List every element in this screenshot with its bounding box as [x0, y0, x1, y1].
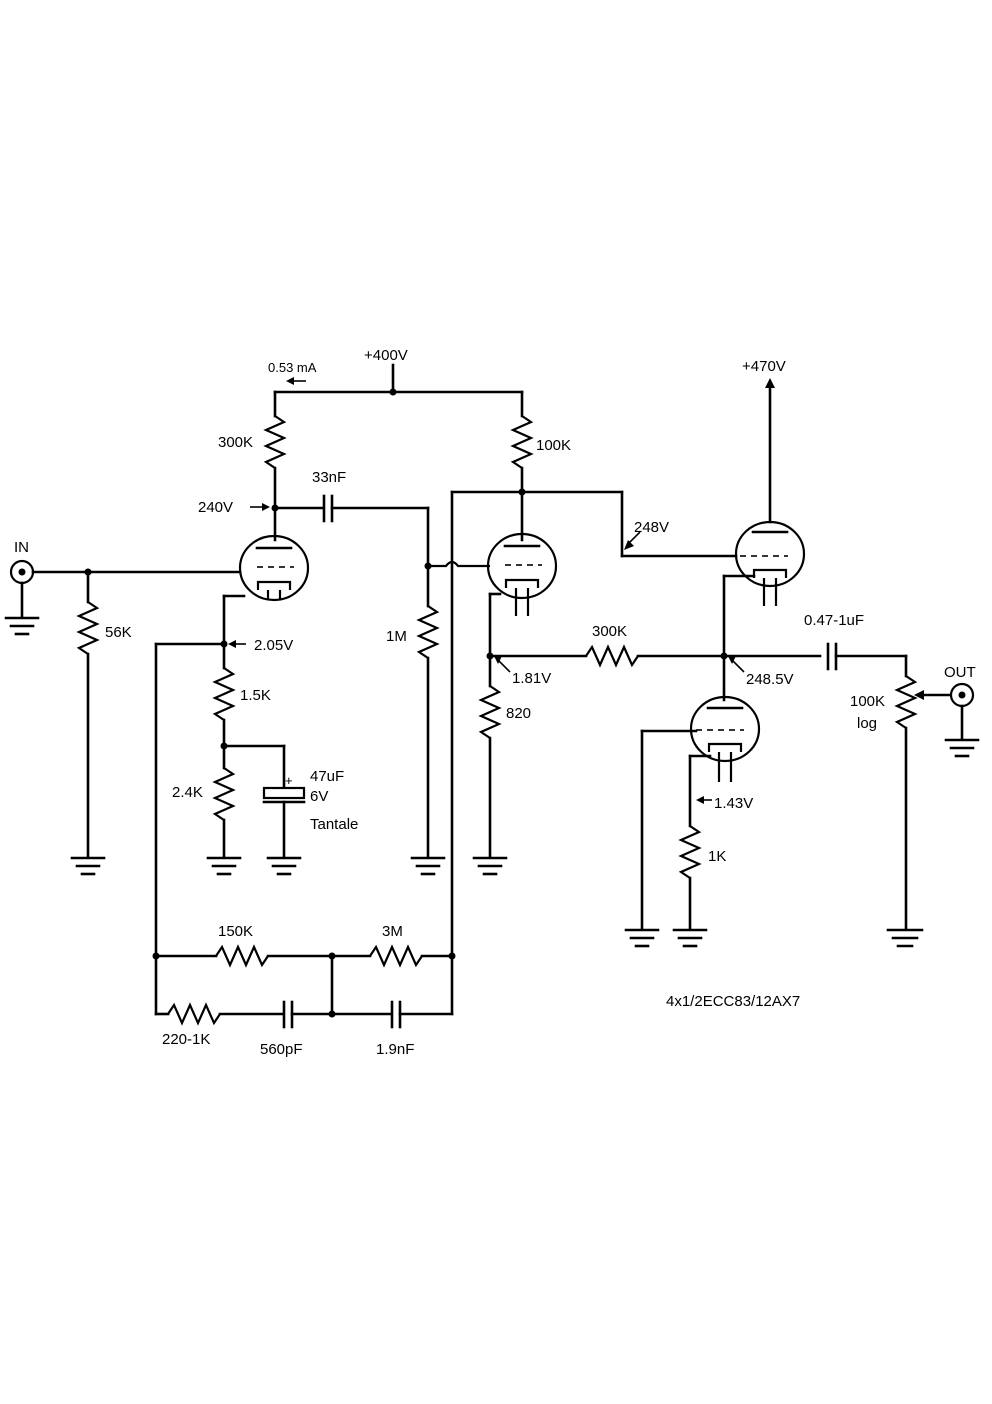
voltage-2485v-marker: 248.5V	[728, 656, 794, 688]
resistor-220-1k-label: 220-1K	[162, 1031, 210, 1048]
resistor-150k-label: 150K	[218, 923, 253, 940]
resistor-3m: 3M	[369, 923, 454, 968]
capacitor-33nf: 33nF	[273, 469, 430, 568]
resistor-820: 820	[478, 654, 531, 858]
resistor-220-1k: 220-1K	[154, 1002, 284, 1048]
supply-470v: +470V	[742, 358, 786, 524]
current-label: 0.53 mA	[268, 360, 317, 375]
capacitor-560pf-label: 560pF	[260, 1041, 303, 1058]
supply-470v-label: +470V	[742, 358, 786, 375]
resistor-3m-label: 3M	[382, 923, 403, 940]
capacitor-47uf-label: 47uF	[310, 768, 344, 785]
current-indicator: 0.53 mA	[268, 360, 317, 385]
voltage-205v-label: 2.05V	[254, 637, 293, 654]
capacitor-47uf: + 47uF 6V Tantale	[262, 744, 358, 858]
resistor-300k-mid: 300K	[488, 623, 822, 668]
voltage-248v-label: 248V	[634, 519, 669, 536]
voltage-2485v-label: 248.5V	[746, 671, 794, 688]
supply-400v: +400V	[273, 347, 524, 396]
resistor-300k-mid-label: 300K	[592, 623, 627, 640]
resistor-820-label: 820	[506, 705, 531, 722]
resistor-300k-plate1: 300K	[218, 390, 287, 510]
resistor-1-5k-label: 1.5K	[240, 687, 271, 704]
tube-type-note: 4x1/2ECC83/12AX7	[666, 993, 800, 1010]
capacitor-047uf: 0.47-1uF	[804, 612, 908, 678]
voltage-181v-marker: 1.81V	[494, 656, 551, 687]
resistor-1k: 1K	[678, 825, 726, 930]
ground-47uf	[266, 856, 302, 876]
voltage-240v-label: 240V	[198, 499, 233, 516]
capacitor-6v-label: 6V	[310, 788, 328, 805]
resistor-2-4k: 2.4K	[172, 744, 236, 858]
voltage-205v-marker: 2.05V	[228, 637, 293, 654]
resistor-1m-label: 1M	[386, 628, 407, 645]
capacitor-1-9nf: 1.9nF	[376, 1000, 454, 1058]
voltage-143v-label: 1.43V	[714, 795, 753, 812]
resistor-56k: 56K	[76, 570, 132, 858]
pot-100k-label: 100K	[850, 693, 885, 710]
voltage-143v-marker: 1.43V	[696, 795, 753, 812]
ground-pot	[886, 928, 924, 948]
capacitor-33nf-label: 33nF	[312, 469, 346, 486]
resistor-1-5k: 1.5K	[212, 642, 271, 748]
input-jack: IN	[4, 539, 242, 636]
input-label: IN	[14, 539, 29, 556]
output-jack: OUT	[944, 664, 980, 758]
capacitor-560pf: 560pF	[260, 1000, 392, 1058]
ground-2-4k	[206, 856, 242, 876]
tube-1	[238, 534, 310, 602]
tube-2	[486, 532, 558, 616]
resistor-100k-label: 100K	[536, 437, 571, 454]
svg-text:+: +	[285, 773, 293, 788]
resistor-1k-label: 1K	[708, 848, 726, 865]
capacitor-1-9nf-label: 1.9nF	[376, 1041, 414, 1058]
ground-1m	[410, 856, 446, 876]
tube-3	[734, 520, 806, 606]
ground-56k	[70, 856, 106, 876]
capacitor-047uf-label: 0.47-1uF	[804, 612, 864, 629]
resistor-300k-label: 300K	[218, 434, 253, 451]
pot-log-label: log	[857, 715, 877, 732]
potentiometer-100k: 100K log	[850, 675, 952, 930]
voltage-181v-label: 1.81V	[512, 670, 551, 687]
ground-820	[472, 856, 508, 876]
voltage-248v-marker: 248V	[624, 519, 669, 550]
output-label: OUT	[944, 664, 976, 681]
resistor-1m: 1M	[386, 564, 440, 858]
supply-400v-label: +400V	[364, 347, 408, 364]
resistor-150k: 150K	[154, 923, 372, 968]
tube-4	[689, 695, 761, 782]
voltage-240v-marker: 240V	[198, 499, 270, 516]
capacitor-tantale-label: Tantale	[310, 816, 358, 833]
ground-1k	[672, 928, 708, 948]
resistor-56k-label: 56K	[105, 624, 132, 641]
resistor-100k: 100K	[510, 390, 571, 542]
ground-tube4-grid	[624, 928, 660, 948]
resistor-2-4k-label: 2.4K	[172, 784, 203, 801]
